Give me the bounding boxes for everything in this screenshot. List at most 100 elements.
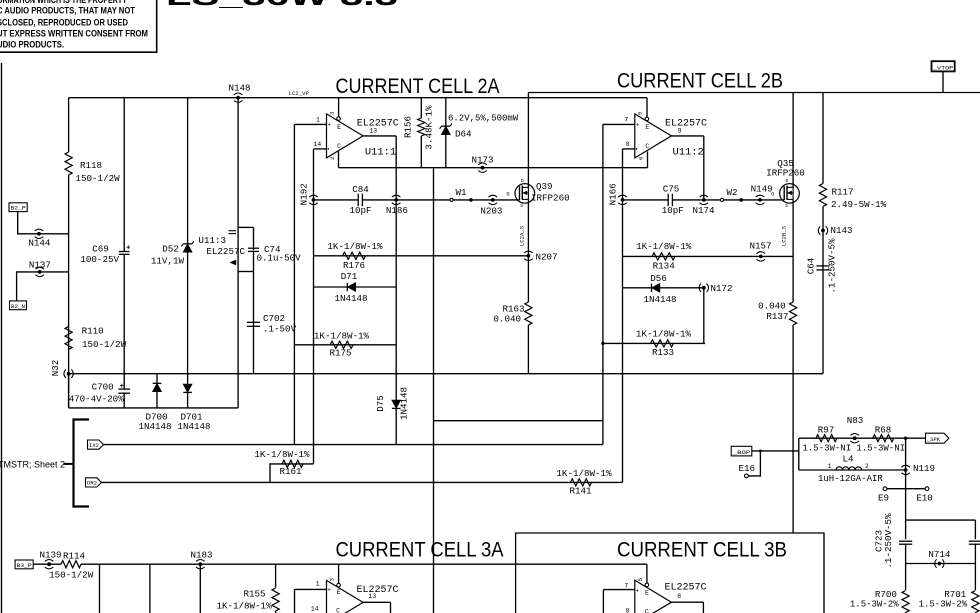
svg-text:D700: D700 [145,412,167,423]
svg-text:9: 9 [678,128,682,135]
svg-text:R97: R97 [818,424,835,435]
svg-text:CURRENT CELL 2A: CURRENT CELL 2A [336,74,501,98]
svg-text:R118: R118 [80,160,102,171]
svg-text:1uH-12GA-AIR: 1uH-12GA-AIR [818,474,883,484]
svg-text:2: 2 [865,463,869,470]
svg-text:2.49-5W-1%: 2.49-5W-1% [831,199,887,210]
svg-text:10pF: 10pF [662,205,684,216]
svg-text:N714: N714 [928,549,951,560]
svg-text:1N4148: 1N4148 [177,421,210,432]
svg-text:6.2V,5%,500mW: 6.2V,5%,500mW [448,113,519,123]
svg-text:D: D [786,178,789,184]
svg-text:U11:1: U11:1 [365,146,396,158]
svg-text:CURRENT CELL 3A: CURRENT CELL 3A [336,538,505,562]
svg-text:N157: N157 [749,240,771,251]
svg-text:1K-1/8W-1%: 1K-1/8W-1% [636,241,692,252]
svg-text:IRFP260: IRFP260 [531,193,570,204]
svg-text:N144: N144 [28,237,51,248]
svg-text:LC2_VP: LC2_VP [289,90,310,97]
svg-text:R133: R133 [652,347,674,358]
svg-text:+: + [327,587,331,594]
svg-text:3: 3 [328,577,335,581]
svg-text:0.1u-50V: 0.1u-50V [257,253,302,264]
svg-text:14: 14 [314,141,322,148]
svg-text:D: D [521,178,524,184]
svg-text:U11:2: U11:2 [673,146,704,158]
svg-text:1: 1 [316,581,320,588]
svg-text:N143: N143 [831,225,853,236]
svg-text:1: 1 [316,116,320,123]
svg-text:S: S [785,203,788,209]
svg-text:150-1/2W: 150-1/2W [82,339,127,350]
svg-text:SCLOSED, REPRODUCED OR USED: SCLOSED, REPRODUCED OR USED [0,17,128,27]
svg-text:R68: R68 [875,424,892,435]
svg-text:.1-250V-5%: .1-250V-5% [827,238,838,294]
svg-text:N203: N203 [480,206,502,217]
svg-text:+: + [636,122,640,129]
svg-text:1K-1/8W-1%: 1K-1/8W-1% [556,468,612,479]
svg-text:N207: N207 [536,251,558,262]
svg-text:8: 8 [626,607,630,613]
svg-text:Q35: Q35 [777,158,794,169]
svg-text:1.5-3W-NI: 1.5-3W-NI [856,443,905,453]
svg-text:N119: N119 [913,463,935,474]
svg-text:C700: C700 [92,382,114,393]
svg-text:IX2: IX2 [89,443,99,449]
svg-text:D52: D52 [162,244,179,255]
svg-text:10pF: 10pF [349,205,371,216]
svg-text:C AUDIO PRODUCTS, THAT MAY NOT: C AUDIO PRODUCTS, THAT MAY NOT [0,6,136,16]
svg-text:N192: N192 [299,183,310,205]
svg-text:Q39: Q39 [536,181,553,192]
svg-text:ORMATION WHICH IS THE PROPERTY: ORMATION WHICH IS THE PROPERTY [0,0,127,5]
svg-text:6: 6 [637,156,644,160]
svg-text:L4: L4 [842,454,854,465]
svg-text:1N4148: 1N4148 [643,294,676,305]
svg-text:W1: W1 [455,187,467,198]
svg-text:E: E [337,589,341,596]
svg-text:G: G [506,192,509,198]
svg-text:EL2257C: EL2257C [357,119,399,130]
svg-text:C84: C84 [352,184,369,195]
svg-text:N148: N148 [228,83,250,94]
svg-text:TMSTR; Sheet 2: TMSTR; Sheet 2 [0,460,65,470]
svg-text:13: 13 [369,128,377,135]
svg-text:C69: C69 [92,244,109,255]
svg-text:R163: R163 [502,304,524,315]
svg-text:LC2A_S: LC2A_S [518,225,525,246]
svg-text:E: E [645,124,649,131]
svg-text:S: S [520,203,523,209]
svg-text:EL2257C: EL2257C [206,246,245,257]
svg-text:W2: W2 [726,187,737,198]
svg-text:7: 7 [624,116,628,123]
svg-text:470-4V-20%: 470-4V-20% [69,394,124,405]
svg-text:N173: N173 [471,154,493,165]
svg-text:R137: R137 [766,311,788,322]
svg-text:R110: R110 [82,326,104,337]
svg-text:B2_P: B2_P [11,206,26,212]
svg-text:+: + [635,587,639,594]
svg-text:+: + [126,245,131,253]
svg-text:C74: C74 [264,244,281,255]
svg-text:1.5-3W-2%: 1.5-3W-2% [919,600,968,610]
svg-text:2: 2 [329,156,336,160]
svg-text:N166: N166 [608,183,619,205]
svg-text:7: 7 [624,583,628,590]
svg-text:N139: N139 [39,550,61,561]
svg-text:DR2: DR2 [87,481,97,487]
svg-text:14: 14 [311,606,319,613]
svg-text:R175: R175 [329,348,351,359]
svg-text:LS_36W 3.3: LS_36W 3.3 [166,0,398,11]
svg-text:UT EXPRESS WRITTEN CONSENT FRO: UT EXPRESS WRITTEN CONSENT FROM [0,29,148,39]
svg-text:R701: R701 [944,589,967,600]
svg-text:C: C [337,143,341,150]
svg-text:C: C [336,608,340,613]
svg-text:C: C [645,609,649,613]
svg-text:R156: R156 [403,116,414,138]
svg-text:+: + [327,122,331,129]
svg-text:8: 8 [626,141,630,148]
svg-text:3: 3 [328,111,335,115]
svg-text:C702: C702 [263,313,285,324]
svg-text:5: 5 [637,577,644,581]
svg-text:N137: N137 [29,260,51,271]
svg-text:D701: D701 [180,412,203,423]
